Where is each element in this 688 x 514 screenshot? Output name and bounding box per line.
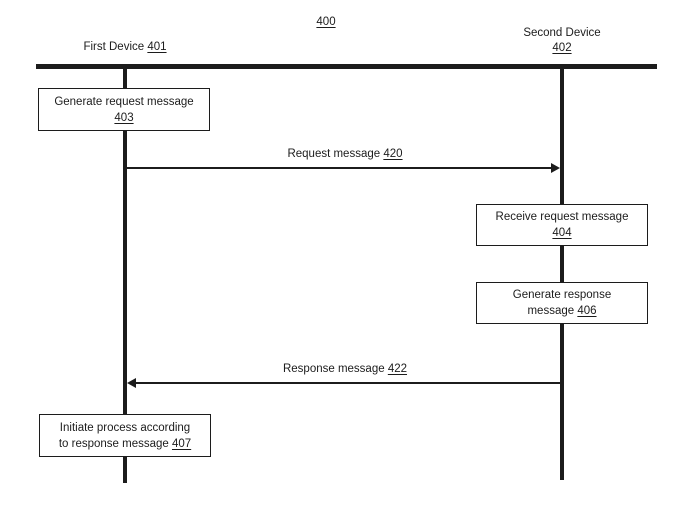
actor-ref: 401	[147, 41, 167, 53]
figure-title: 400	[280, 16, 372, 28]
message-text: Response message	[282, 363, 385, 375]
actor-label-first-device: First Device 401	[40, 41, 210, 53]
message-text: Request message	[287, 148, 381, 160]
right-arrowhead-icon	[551, 163, 560, 173]
process-box-text: message	[527, 305, 575, 317]
message-arrow-response	[132, 382, 560, 384]
process-box-ref: 406	[577, 305, 597, 317]
actor-ref: 402	[552, 42, 572, 54]
process-box-initiate-process: Initiate process according to response m…	[39, 414, 211, 457]
process-box-text: Initiate process according	[59, 421, 191, 434]
process-box-text: Generate request message	[54, 95, 194, 108]
left-arrowhead-icon	[127, 378, 136, 388]
process-box-ref: 407	[171, 437, 192, 450]
process-box-receive-request: Receive request message 404	[476, 204, 648, 246]
lifeline-second-device	[560, 66, 564, 480]
actor-label-second-device: Second Device 402	[477, 26, 647, 56]
actor-name: First Device	[83, 41, 145, 53]
process-box-text: to response message	[58, 437, 169, 450]
message-label-request: Request message 420	[135, 148, 555, 160]
lifeline-first-device	[123, 66, 127, 483]
process-box-text: Receive request message	[495, 211, 629, 223]
figure-title-ref: 400	[316, 16, 336, 28]
message-ref: 422	[387, 363, 408, 375]
process-box-ref: 404	[552, 227, 572, 239]
process-box-text: Generate response	[512, 289, 612, 301]
top-bar	[36, 64, 657, 69]
process-box-ref: 403	[114, 111, 134, 124]
message-arrow-request	[127, 167, 555, 169]
message-ref: 420	[383, 148, 403, 160]
message-label-response: Response message 422	[135, 363, 555, 375]
process-box-generate-response: Generate response message 406	[476, 282, 648, 324]
process-box-generate-request: Generate request message 403	[38, 88, 210, 131]
actor-name: Second Device	[523, 27, 601, 39]
